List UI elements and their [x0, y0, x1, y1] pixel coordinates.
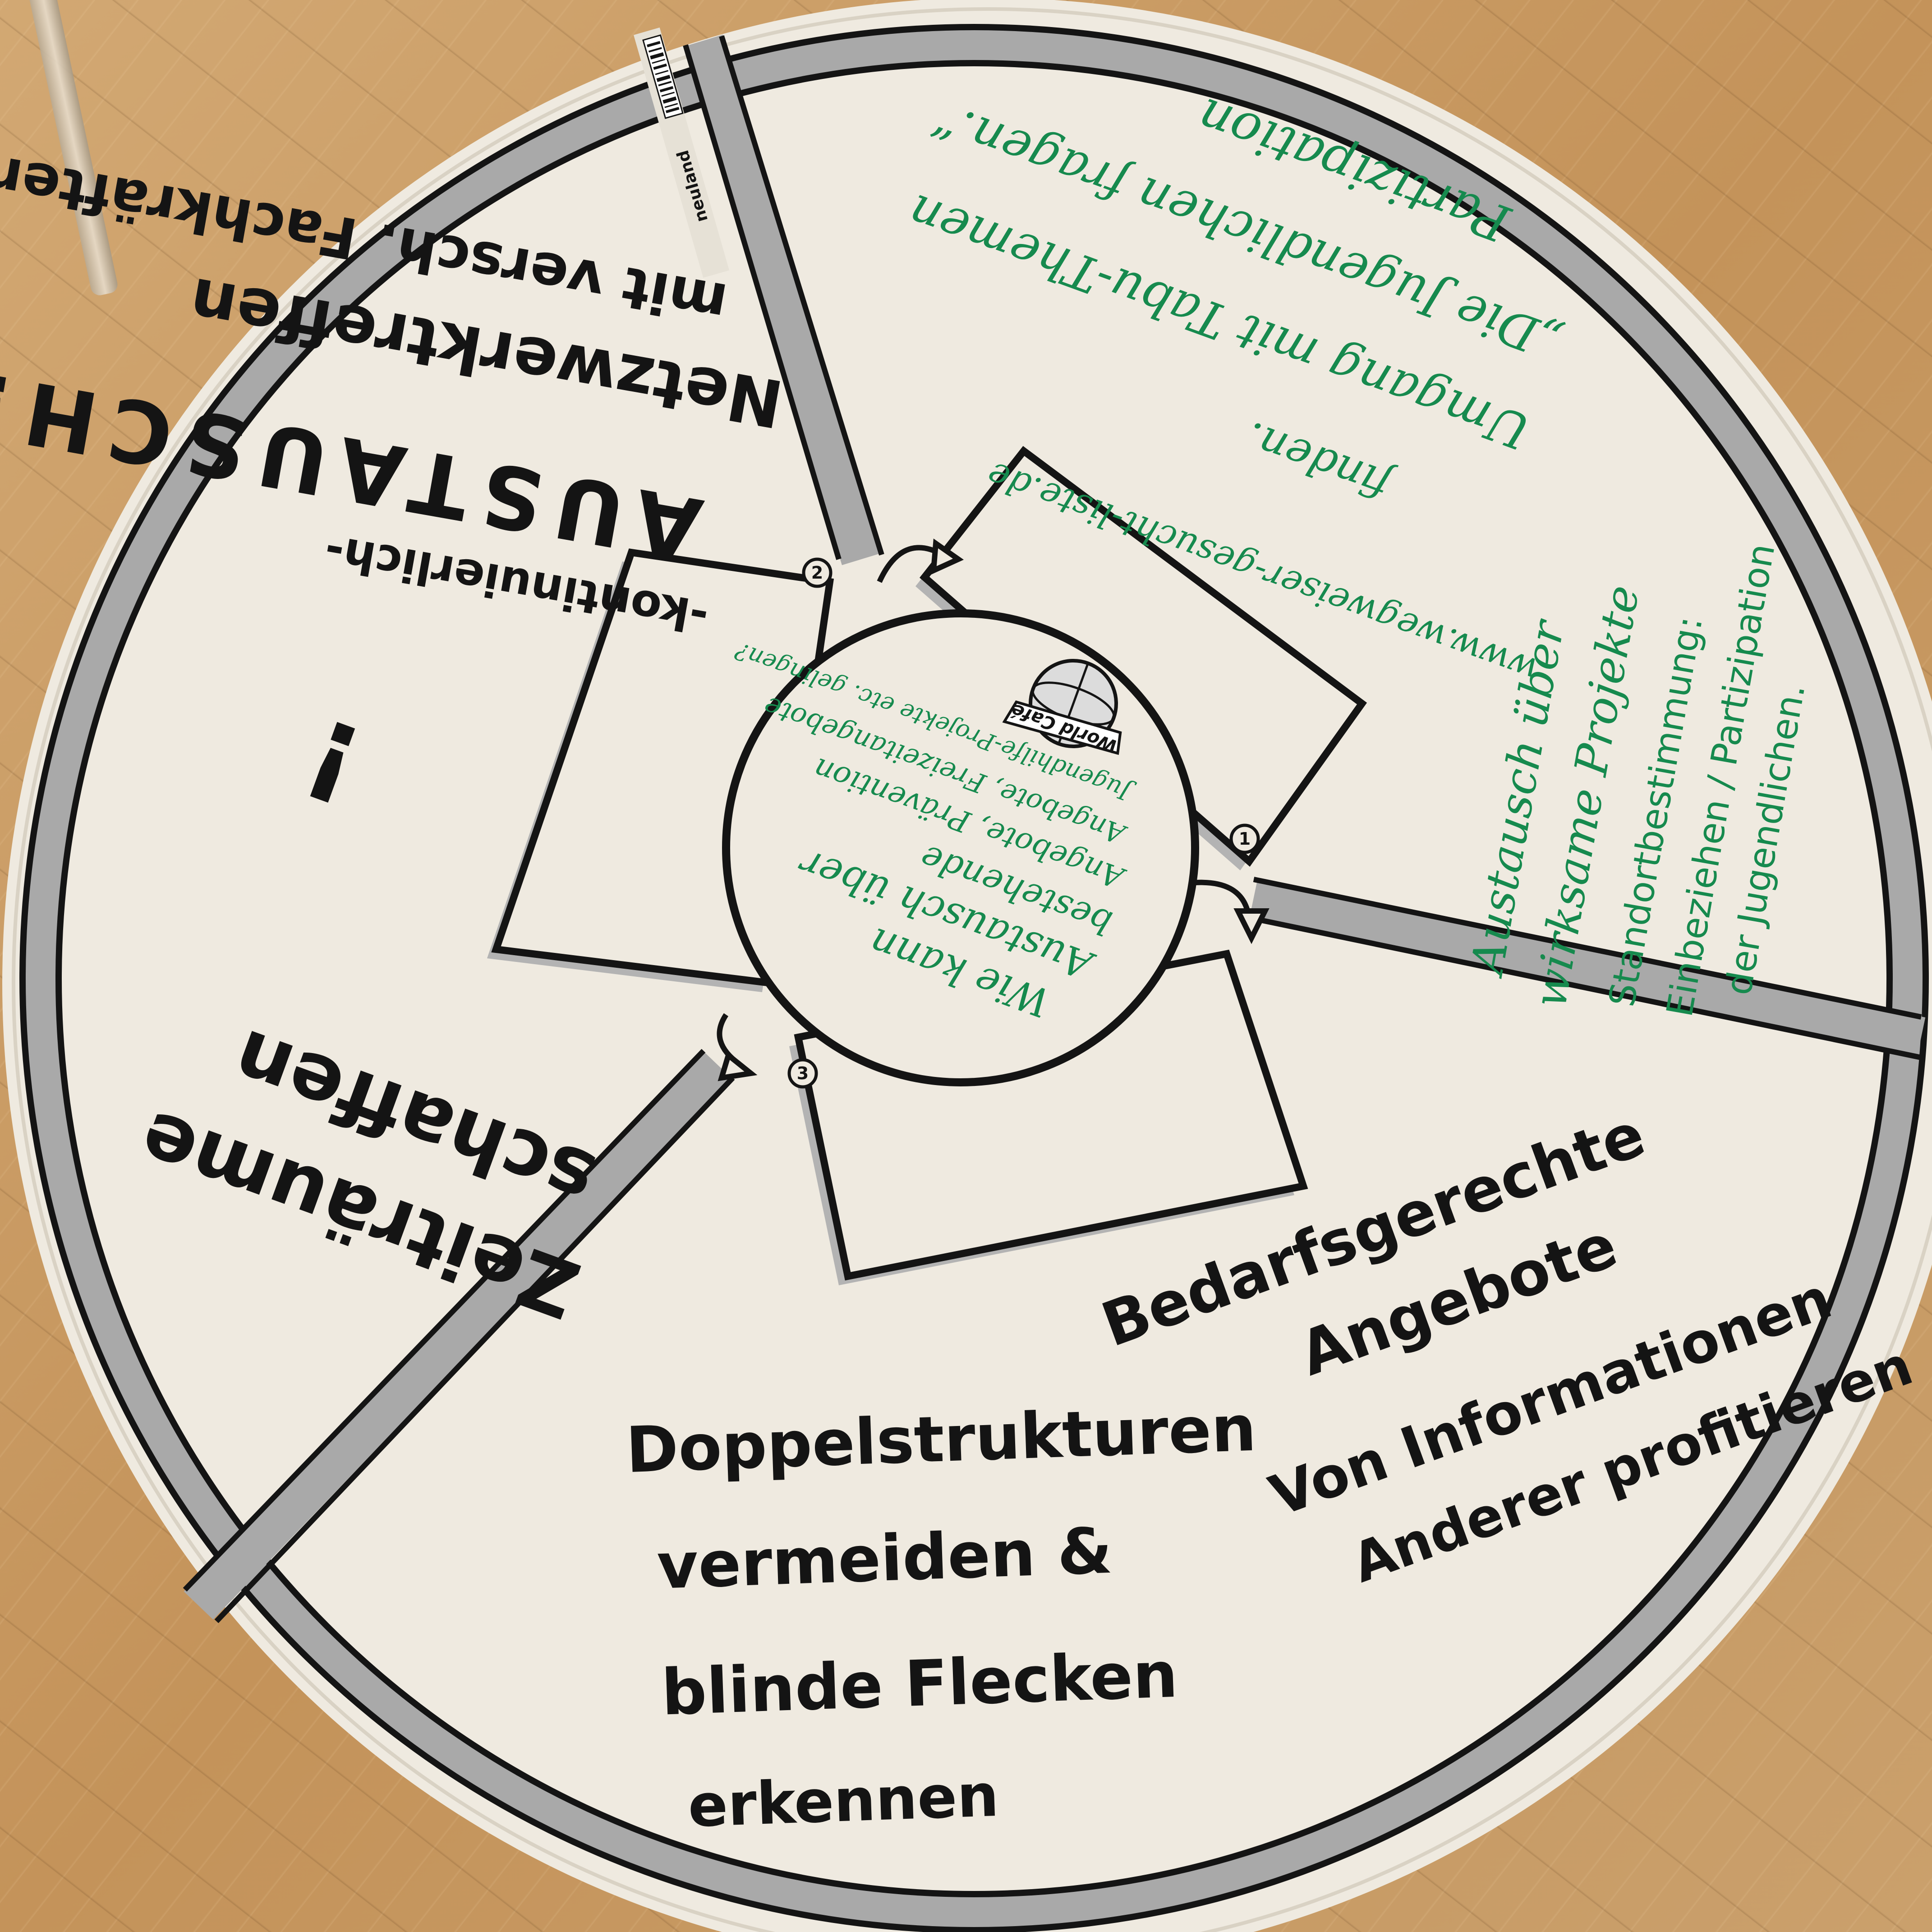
- paper-edge: [12, 7, 1932, 1932]
- section-dividers: [183, 34, 1926, 1624]
- world-cafe-logo: World Café: [1002, 659, 1122, 757]
- step-number-1: 1: [1229, 823, 1260, 854]
- svg-text:2: 2: [811, 563, 823, 583]
- outer-ring-line-outer: [19, 24, 1929, 1932]
- step-number-3: 3: [787, 1058, 818, 1089]
- barcode-icon: [642, 34, 684, 119]
- step-number-2: 2: [802, 557, 833, 588]
- outer-ring-line-inner: [55, 60, 1893, 1897]
- outer-ring-gray: [25, 29, 1923, 1928]
- svg-text:vermeiden &: vermeiden &: [656, 1514, 1113, 1604]
- svg-text:1: 1: [1239, 829, 1251, 849]
- svg-text:blinde Flecken: blinde Flecken: [660, 1638, 1179, 1730]
- svg-text:erkennen: erkennen: [687, 1761, 1000, 1840]
- svg-text:3: 3: [797, 1063, 809, 1083]
